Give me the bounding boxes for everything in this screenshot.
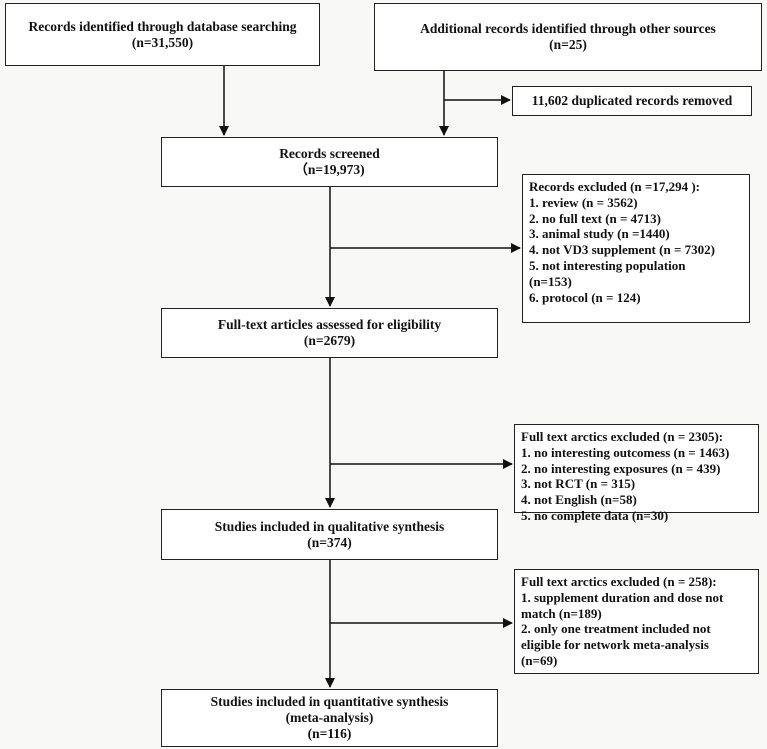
list-item: 1. review (n = 3562) <box>529 194 638 210</box>
duplicates-removed-text: 11,602 duplicated records removed <box>531 93 733 108</box>
list-item: 5. not interesting population (n=153) <box>529 257 686 289</box>
records-other-count: (n=25) <box>549 37 587 52</box>
records-database-box: Records identified through database sear… <box>5 3 320 66</box>
qualitative-synthesis-box: Studies included in qualitative synthesi… <box>161 509 498 560</box>
fulltext-assessed-count: (n=2679) <box>303 333 356 348</box>
list-item: 2. only one treatment included not eligi… <box>521 621 711 668</box>
list-item: 2. no interesting exposures (n = 439) <box>521 460 721 476</box>
records-database-title: Records identified through database sear… <box>28 18 297 34</box>
fulltext-excluded-box: Full text arctics excluded (n = 2305): 1… <box>514 424 759 523</box>
list-item: 4. not VD3 supplement (n = 7302) <box>529 242 715 258</box>
fulltext-assessed-title: Full-text articles assessed for eligibil… <box>217 317 442 332</box>
list-item: 1. no interesting outcomess (n = 1463) <box>521 444 730 460</box>
fulltext-excluded-title: Full text arctics excluded (n = 2305): <box>521 429 724 444</box>
records-database-count: (n=31,550) <box>131 34 194 50</box>
records-other-box: Additional records identified through ot… <box>374 3 762 71</box>
network-excluded-box: Full text arctics excluded (n = 258): 1.… <box>514 569 759 674</box>
list-item: 2. no full text (n = 4713) <box>529 210 661 226</box>
duplicates-removed-box: 11,602 duplicated records removed <box>512 86 752 116</box>
list-item: 5. no complete data (n=30) <box>521 507 669 523</box>
quantitative-synthesis-title: Studies included in quantitative synthes… <box>210 694 449 709</box>
network-excluded-title: Full text arctics excluded (n = 258): <box>521 574 717 589</box>
list-item: 3. animal study (n =1440) <box>529 226 670 242</box>
list-item: 3. not RCT (n = 315) <box>521 476 636 492</box>
records-excluded-title: Records excluded (n =17,294 ): <box>529 179 700 194</box>
list-item: 4. not English (n=58) <box>521 492 637 508</box>
records-screened-title: Records screened <box>279 146 380 161</box>
records-screened-count: （n=19,973) <box>294 162 365 177</box>
records-screened-box: Records screened （n=19,973) <box>161 137 498 187</box>
list-item: 1. supplement duration and dose not matc… <box>521 589 724 621</box>
quantitative-synthesis-subtitle: (meta-analysis) <box>285 710 374 725</box>
list-item: 6. protocol (n = 124) <box>529 289 641 305</box>
qualitative-synthesis-count: (n=374) <box>307 534 352 550</box>
records-other-title: Additional records identified through ot… <box>420 21 716 36</box>
qualitative-synthesis-title: Studies included in qualitative synthesi… <box>214 518 445 534</box>
fulltext-assessed-box: Full-text articles assessed for eligibil… <box>161 308 498 358</box>
quantitative-synthesis-box: Studies included in quantitative synthes… <box>161 689 498 747</box>
records-excluded-box: Records excluded (n =17,294 ): 1. review… <box>522 174 750 323</box>
quantitative-synthesis-count: (n=116) <box>307 726 352 741</box>
